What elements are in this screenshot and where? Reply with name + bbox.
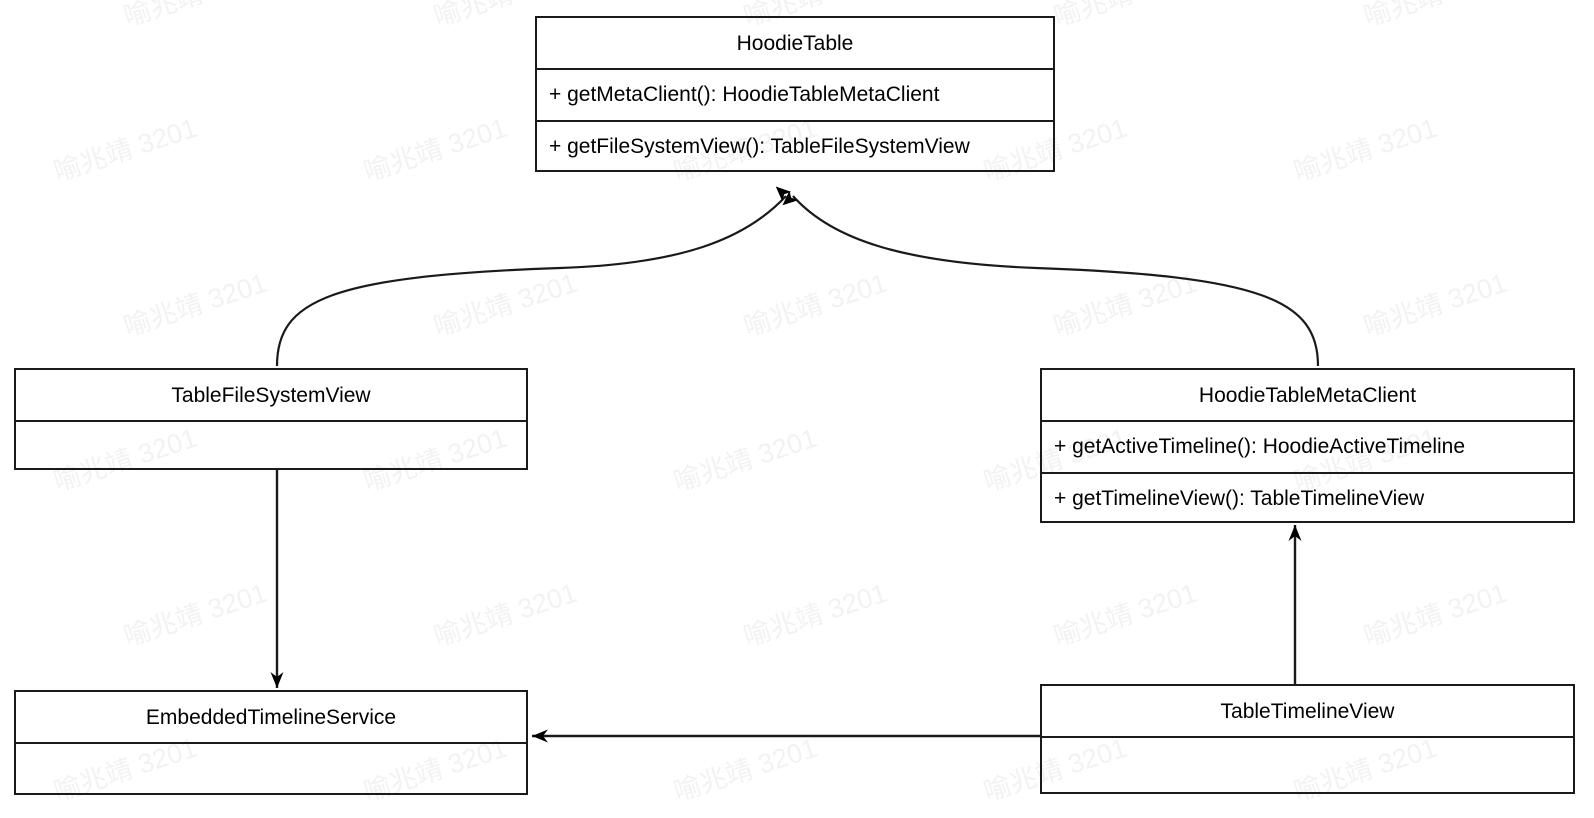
class-members-table-file-system-view bbox=[16, 422, 526, 474]
class-members-hoodie-table-meta-client: + getActiveTimeline(): HoodieActiveTimel… bbox=[1042, 422, 1573, 522]
class-members-table-timeline-view bbox=[1042, 738, 1573, 790]
class-name-hoodie-table-meta-client: HoodieTableMetaClient bbox=[1042, 370, 1573, 422]
class-member: + getFileSystemView(): TableFileSystemVi… bbox=[537, 120, 1053, 170]
edge-tfsv-to-hoodietable bbox=[275, 186, 792, 367]
uml-class-hoodie-table-meta-client[interactable]: HoodieTableMetaClient + getActiveTimeline… bbox=[1040, 368, 1575, 523]
edge-htmc-to-hoodietable bbox=[782, 190, 1320, 367]
class-name-table-timeline-view: TableTimelineView bbox=[1042, 686, 1573, 738]
uml-class-embedded-timeline-service[interactable]: EmbeddedTimelineService bbox=[14, 690, 528, 795]
class-member: + getMetaClient(): HoodieTableMetaClient bbox=[549, 83, 940, 106]
class-members-embedded-timeline-service bbox=[16, 744, 526, 796]
class-members-hoodie-table: + getMetaClient(): HoodieTableMetaClient… bbox=[537, 70, 1053, 170]
class-member: + getActiveTimeline(): HoodieActiveTimel… bbox=[1054, 435, 1466, 458]
class-name-table-file-system-view: TableFileSystemView bbox=[16, 370, 526, 422]
uml-class-table-file-system-view[interactable]: TableFileSystemView bbox=[14, 368, 528, 470]
uml-class-hoodie-table[interactable]: HoodieTable+ getMetaClient(): HoodieTabl… bbox=[535, 16, 1055, 172]
uml-class-table-timeline-view[interactable]: TableTimelineView bbox=[1040, 684, 1575, 794]
class-name-embedded-timeline-service: EmbeddedTimelineService bbox=[16, 692, 526, 744]
class-member: + getTimelineView(): TableTimelineView bbox=[1042, 472, 1573, 522]
class-name-hoodie-table: HoodieTable bbox=[537, 18, 1053, 70]
